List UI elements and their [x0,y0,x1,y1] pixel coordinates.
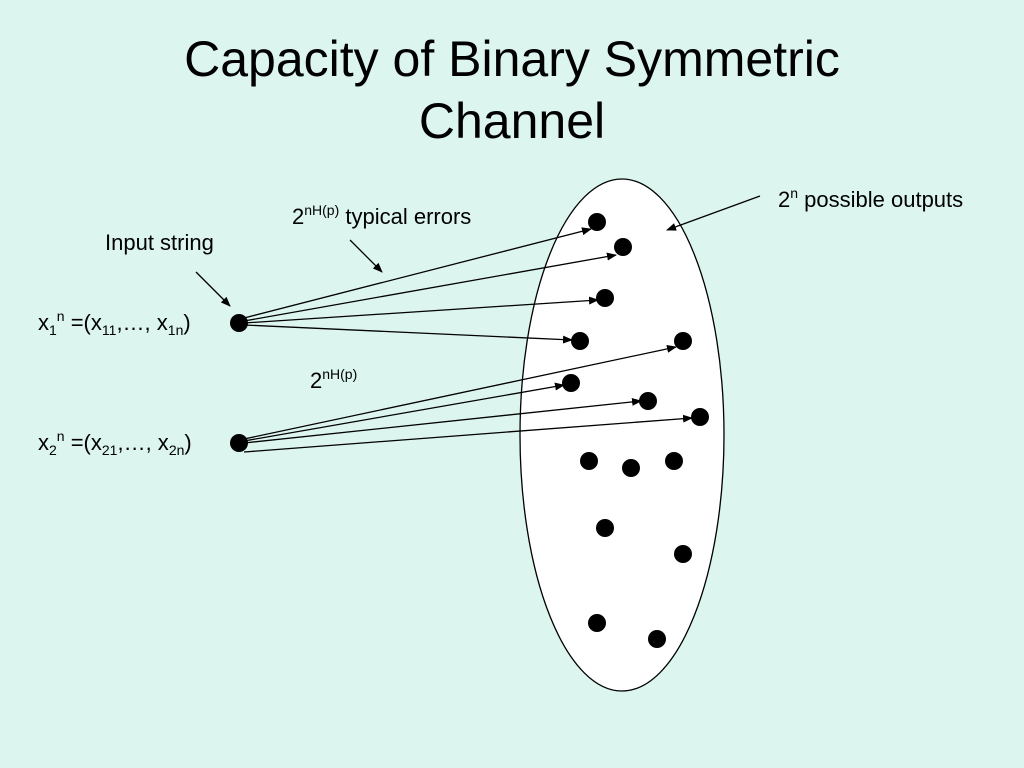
possible-outputs-base: 2 [778,187,791,212]
error-count-label: 2nH(p) [310,366,358,394]
x1-ellipsis: ,…, x [116,310,168,335]
x2-mapping-arrow [243,344,677,440]
output-point [639,392,657,410]
x2-var-subscript: 2 [49,442,57,458]
x2-last-index: 2n [168,442,185,458]
output-point [596,519,614,537]
typical-errors-base: 2 [292,204,305,229]
output-point [571,332,589,350]
input-point-x2 [230,434,248,452]
output-point [648,630,666,648]
output-space-ellipse [519,178,725,692]
possible-outputs-exponent: n [790,185,799,201]
x2-mapping-arrow [243,397,642,444]
x1-mapping-arrow [243,296,599,324]
x2-equals: =(x [64,430,102,455]
x2-sequence-label: x2n =(x21,…, x2n) [38,428,192,458]
output-point [691,408,709,426]
error-count-exponent: nH(p) [322,366,358,382]
x1-mapping-arrow [243,324,573,344]
input-point-x1 [230,314,248,332]
output-point [614,238,632,256]
output-point [665,452,683,470]
x2-first-index: 21 [101,442,118,458]
outputs-pointer-arrow [666,195,761,231]
output-point [622,459,640,477]
x1-first-index: 11 [101,322,117,338]
possible-outputs-label: 2n possible outputs [778,185,964,213]
output-point [588,213,606,231]
x2-mapping-arrow [243,382,565,442]
x2-var: x [38,430,49,455]
input-string-label: Input string [105,230,214,255]
output-point [588,614,606,632]
typical-errors-label: 2nH(p) typical errors [292,202,472,230]
x2-mapping-arrow [243,414,693,453]
typical-errors-text: typical errors [339,204,472,229]
x1-sequence-label: x1n =(x11,…, x1n) [38,308,191,338]
input-string-pointer-arrow [195,271,231,307]
x1-var-subscript: 1 [49,322,57,338]
output-point [580,452,598,470]
x2-ellipsis: ,…, x [117,430,169,455]
output-point [674,545,692,563]
x1-mapping-arrow [243,227,592,319]
possible-outputs-text: possible outputs [798,187,964,212]
error-count-base: 2 [310,368,323,393]
title-line-2: Channel [418,93,606,149]
x2-close-paren: ) [184,430,192,455]
x1-close-paren: ) [183,310,191,335]
output-point [596,289,614,307]
x1-equals: =(x [64,310,102,335]
title-line-1: Capacity of Binary Symmetric [184,31,840,87]
output-point [674,332,692,350]
x2-var-superscript: n [56,428,65,444]
slide-title: Capacity of Binary Symmetric Channel [0,28,1024,152]
output-point [562,374,580,392]
x1-mapping-arrow [243,252,617,322]
x1-var: x [38,310,49,335]
typical-errors-exponent: nH(p) [304,202,340,218]
x1-last-index: 1n [167,322,184,338]
typical-errors-pointer-arrow [349,239,383,273]
x1-var-superscript: n [56,308,65,324]
